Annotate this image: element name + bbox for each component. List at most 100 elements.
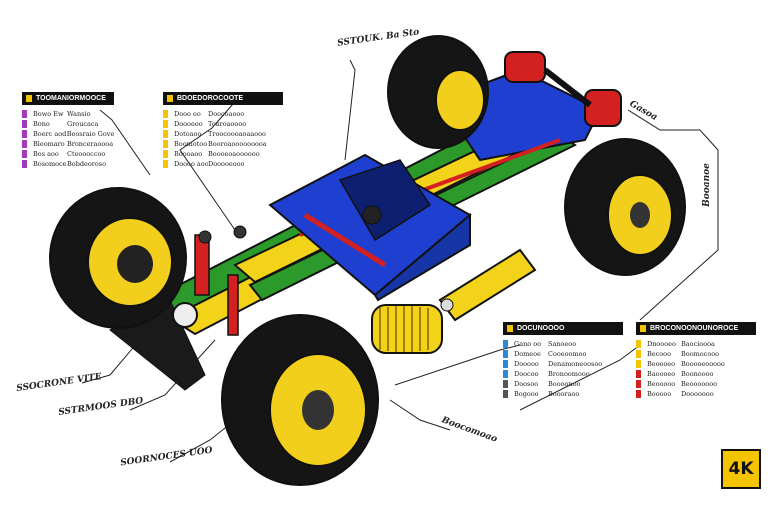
wheel-front-left	[49, 187, 187, 329]
legend-key: Doooeoo	[174, 120, 203, 128]
panel-title: BROCONOONOUNOROCE	[650, 325, 739, 332]
legend-value: Booroaooooooooa	[208, 140, 267, 148]
legend-value: Boooraoo	[548, 390, 580, 398]
legend-swatch	[636, 340, 641, 348]
legend-row: Booooo Dooooooo	[636, 389, 756, 399]
legend-swatch	[636, 380, 641, 388]
legend-row: Bogooo Boooraoo	[503, 389, 623, 399]
legend-row: Becooo Boomocooo	[636, 349, 756, 359]
legend-value: Beosraio Gove	[66, 130, 114, 138]
legend-key: Booooo	[647, 390, 672, 398]
legend-swatch	[163, 140, 168, 148]
leader-lines	[81, 59, 719, 463]
resolution-badge: 4K	[721, 449, 761, 489]
legend-swatch	[636, 350, 641, 358]
legend-swatch	[163, 130, 168, 138]
legend-swatch	[503, 350, 508, 358]
legend-row: Gano oo Sanoeoo	[503, 339, 623, 349]
legend-value: Groucaca	[67, 120, 99, 128]
legend-row: Dooooo Denamoneoosoo	[503, 359, 623, 369]
center-subframe	[268, 153, 472, 302]
legend-row: Doooeoo Toaroaoooo	[163, 119, 283, 129]
legend-value: Baocioooa	[681, 340, 715, 348]
rear-red-bushings	[504, 51, 622, 127]
legend-swatch	[503, 370, 508, 378]
panel-rows: Dnoooeo Baocioooa Becooo Boomocooo Beoeoeo…	[636, 339, 756, 399]
legend-key: Baoooeo	[647, 370, 676, 378]
legend-swatch	[22, 120, 27, 128]
legend-value: Toaroaoooo	[208, 120, 247, 128]
legend-key: Gano oo	[514, 340, 542, 348]
panel-header: DOCUNOOOO	[503, 322, 623, 335]
legend-value: Boomocooo	[681, 350, 720, 358]
legend-row: Dotoaoo Troocoooaoaaooo	[163, 129, 283, 139]
legend-value: Bronoomooo	[548, 370, 590, 378]
legend-value: Booooeooooo	[681, 360, 725, 368]
legend-key: Boomotoo	[174, 140, 208, 148]
legend-row: Doocoo Bronoomooo	[503, 369, 623, 379]
legend-key: Bowo Ew	[33, 110, 64, 118]
legend-key: Dnoooeo	[647, 340, 676, 348]
legend-row: Baoooeo Boonoooo	[636, 369, 756, 379]
legend-swatch	[503, 360, 508, 368]
legend-key: Dotoaoo	[174, 130, 202, 138]
legend-swatch	[22, 110, 27, 118]
legend-key: Bleomaro	[33, 140, 65, 148]
legend-value: Dooooeooo	[208, 160, 245, 168]
legend-row: Dnoooeo Baocioooa	[636, 339, 756, 349]
legend-swatch	[636, 390, 641, 398]
legend-value: Doocoaooo	[208, 110, 245, 118]
legend-value: Troocoooaoaaooo	[208, 130, 266, 138]
legend-key: Becooo	[647, 350, 672, 358]
coil-spring	[371, 304, 443, 354]
legend-value: Sanoeoo	[548, 340, 577, 348]
legend-value: Cteoooccoo	[67, 150, 106, 158]
shock-absorber	[438, 248, 537, 322]
legend-key: Bos aoo	[33, 150, 59, 158]
legend-key: Dooooo	[514, 360, 539, 368]
legend-key: Boooaoo	[174, 150, 203, 158]
legend-value: Beooooooo	[681, 380, 718, 388]
legend-value: Wansio	[67, 110, 91, 118]
legend-key: Doocoo	[514, 370, 539, 378]
legend-key: Boerc aod	[33, 130, 67, 138]
panel-title: BDOEDOROCOOTE	[177, 95, 244, 102]
legend-value: Cooeoomoo	[548, 350, 587, 358]
legend-row: Bos aoo Cteoooccoo	[22, 149, 114, 159]
legend-swatch	[163, 160, 168, 168]
callout-right-side: Booanoe	[701, 163, 712, 207]
legend-value: Denamoneoosoo	[548, 360, 603, 368]
legend-value: Bronceraoooa	[67, 140, 114, 148]
legend-swatch	[22, 140, 27, 148]
wheel-front-right	[221, 314, 379, 486]
legend-swatch	[163, 150, 168, 158]
wheel-rear-right	[564, 138, 686, 276]
legend-swatch	[22, 160, 27, 168]
legend-key: Bosomoce	[33, 160, 67, 168]
legend-swatch	[503, 380, 508, 388]
legend-swatch	[22, 150, 27, 158]
legend-key: Doooo aoo	[174, 160, 208, 168]
legend-panel-4: BROCONOONOUNOROCE Dnoooeo Baocioooa Becoo…	[636, 322, 756, 399]
legend-swatch	[636, 360, 641, 368]
legend-swatch	[636, 370, 641, 378]
legend-value: Boonoooo	[681, 370, 714, 378]
legend-value: Dooooooo	[681, 390, 714, 398]
legend-key: Bogooo	[514, 390, 539, 398]
